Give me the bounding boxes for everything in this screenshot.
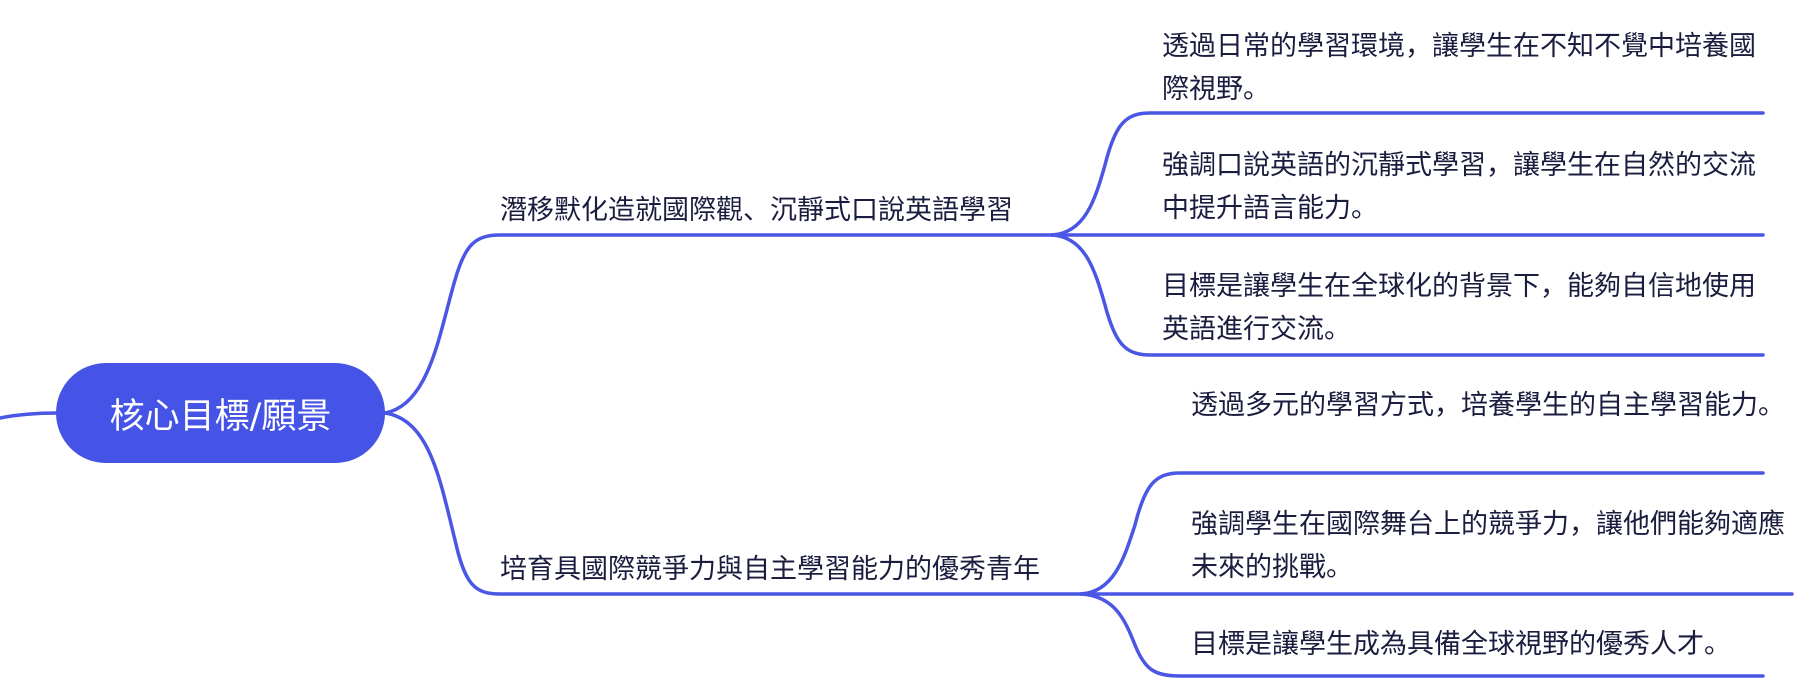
connector-leaf-1-1 (1050, 111, 1765, 237)
connector-root-branch1 (383, 233, 1054, 415)
connector-leaf-1-3 (1050, 233, 1765, 357)
leaf-node[interactable]: 目標是讓學生在全球化的背景下，能夠自信地使用英語進行交流。 (1162, 271, 1756, 345)
root-label: 核心目標/願景 (109, 396, 332, 437)
branch-node-2[interactable]: 培育具國際競爭力與自主學習能力的優秀青年 (500, 554, 1040, 585)
leaf-node[interactable]: 強調學生在國際舞台上的競爭力，讓他們能夠適應未來的挑戰。 (1191, 509, 1785, 583)
connector-leaf-2-3 (1079, 592, 1765, 678)
branch-node-1[interactable]: 潛移默化造就國際觀、沉靜式口說英語學習 (500, 195, 1013, 226)
leaf-node[interactable]: 透過日常的學習環境，讓學生在不知不覺中培養國際視野。 (1162, 31, 1756, 105)
connector-root-branch2 (383, 411, 1083, 596)
leaf-node[interactable]: 透過多元的學習方式，培養學生的自主學習能力。 (1191, 390, 1785, 421)
incoming-connector (0, 411, 60, 420)
root-node[interactable]: 核心目標/願景 (56, 363, 385, 463)
leaf-node[interactable]: 目標是讓學生成為具備全球視野的優秀人才。 (1191, 629, 1731, 660)
connector-leaf-2-1 (1079, 471, 1765, 596)
leaf-node[interactable]: 強調口說英語的沉靜式學習，讓學生在自然的交流中提升語言能力。 (1162, 150, 1756, 224)
